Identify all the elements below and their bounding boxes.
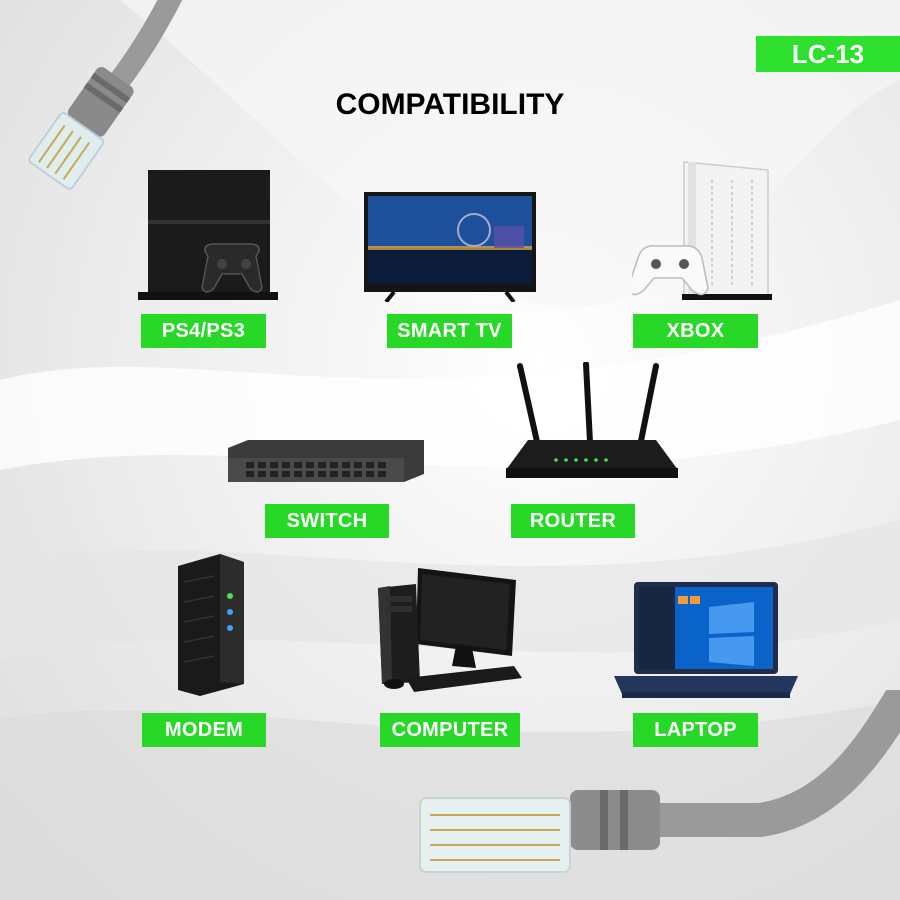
device-label-xbox: XBOX [633, 314, 758, 348]
product-code-badge: LC-13 [756, 36, 900, 72]
desktop-computer-icon [378, 568, 522, 692]
game-console-icon [138, 170, 278, 300]
device-label-modem: MODEM [142, 713, 266, 747]
laptop-icon [614, 582, 798, 698]
device-label-laptop: LAPTOP [633, 713, 758, 747]
tv-icon [364, 192, 536, 302]
device-label-computer: COMPUTER [380, 713, 520, 747]
device-label-router: ROUTER [511, 504, 635, 538]
ethernet-cable-bottom-icon [419, 690, 900, 873]
modem-icon [178, 554, 244, 696]
router-icon [506, 362, 678, 478]
xbox-console-icon [632, 161, 772, 300]
ethernet-cable-top-icon [28, 0, 183, 190]
device-label-smart-tv: SMART TV [387, 314, 512, 348]
device-label-switch: SWITCH [265, 504, 389, 538]
device-label-ps4: PS4/PS3 [141, 314, 266, 348]
network-switch-icon [228, 440, 424, 482]
page-title: COMPATIBILITY [335, 88, 565, 121]
